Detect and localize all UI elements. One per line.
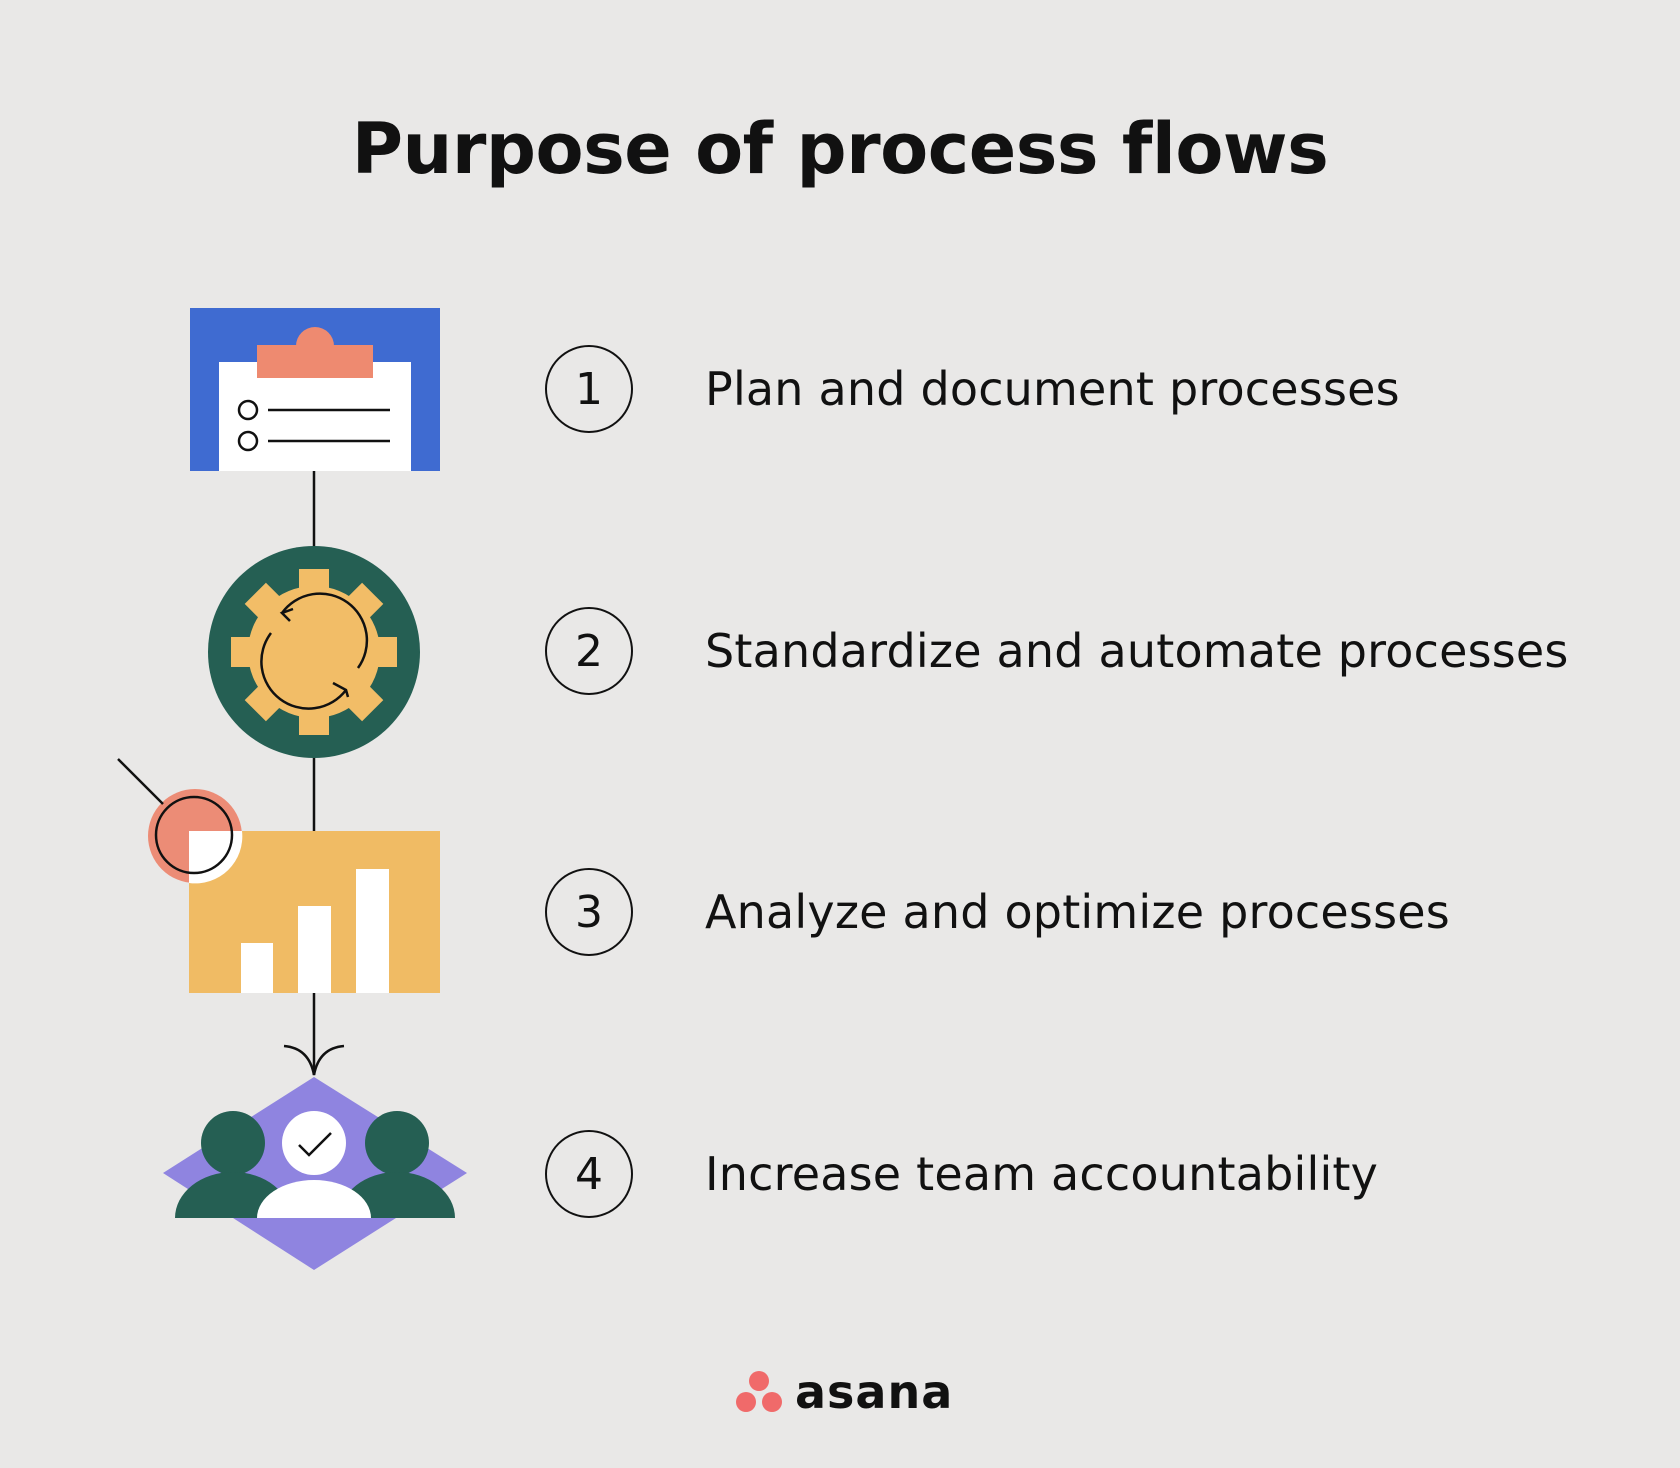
team-check-icon [163,1077,467,1270]
step-3: 3 Analyze and optimize processes [545,866,1450,958]
gear-cycle-icon [208,546,420,758]
step-number-badge: 2 [545,607,633,695]
clipboard-checklist-icon [190,308,440,471]
step-2: 2 Standardize and automate processes [545,605,1569,697]
page-title: Purpose of process flows [351,108,1329,190]
step-label: Standardize and automate processes [705,624,1569,678]
step-label: Plan and document processes [705,362,1400,416]
step-number-badge: 4 [545,1130,633,1218]
connector-lines [283,471,345,1076]
asana-dots-icon [736,1371,782,1412]
step-label: Increase team accountability [705,1147,1379,1201]
brand-name: asana [795,1365,954,1419]
step-label: Analyze and optimize processes [705,885,1450,939]
step-4: 4 Increase team accountability [545,1128,1378,1220]
step-number-badge: 3 [545,868,633,956]
bar-chart-magnifier-icon [117,758,440,993]
step-1: 1 Plan and document processes [545,343,1400,435]
asana-logo: asana [735,1365,954,1419]
step-number-badge: 1 [545,345,633,433]
